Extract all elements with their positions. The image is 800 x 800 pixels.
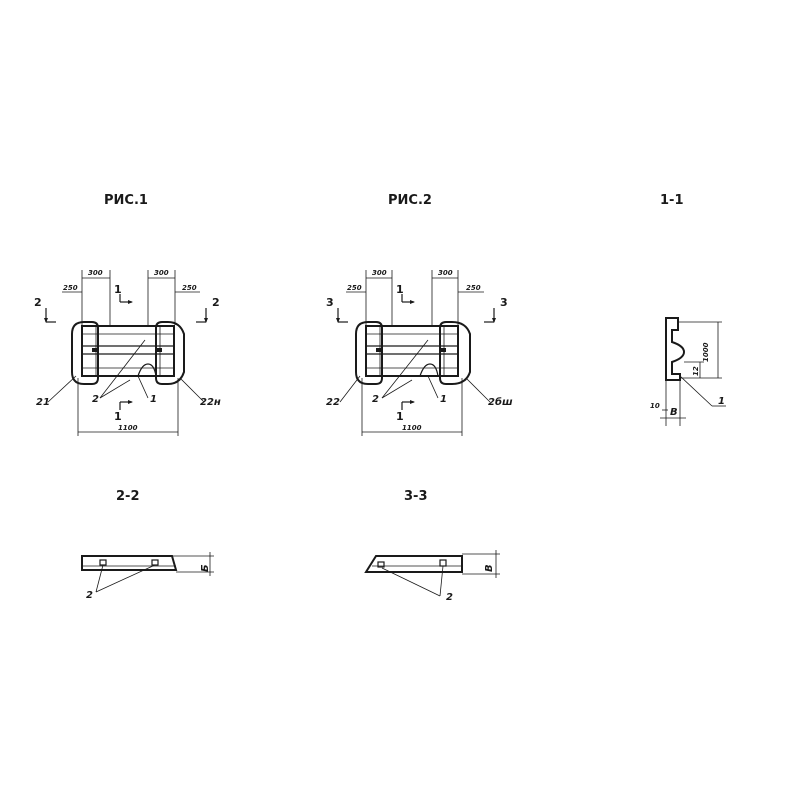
section-3-3-dim: В — [484, 564, 495, 572]
figure-2-top-dimensions: 300 300 250 250 — [346, 269, 484, 325]
fig2-cut-1-top: 1 — [396, 283, 404, 296]
fig1-callout-1: 1 — [150, 394, 157, 405]
fig1-cut-2-left: 2 — [34, 296, 42, 309]
fig1-dim-300-right: 300 — [154, 269, 169, 277]
section-3-3-title: 3-3 — [404, 489, 428, 504]
section-2-2: 2-2 Б 2 — [81, 489, 214, 601]
fig1-dim-250-right: 250 — [182, 284, 197, 292]
figure-1-bottom-dimension: 1100 — [77, 378, 179, 436]
fig2-dim-250-right: 250 — [466, 284, 481, 292]
figure-1: РИС.1 300 300 250 250 2 2 — [34, 193, 221, 436]
figure-1-cut-markers: 2 2 1 1 — [34, 283, 220, 423]
figure-2: РИС.2 300 300 250 250 3 3 — [326, 193, 513, 436]
fig2-dim-1100: 1100 — [402, 424, 422, 432]
fig1-dim-1100: 1100 — [118, 424, 138, 432]
figure-2-title: РИС.2 — [388, 193, 432, 208]
section-1-1-title: 1-1 — [660, 193, 684, 208]
fig1-cut-1-top: 1 — [114, 283, 122, 296]
fig2-cut-3-right: 3 — [500, 296, 508, 309]
fig2-dim-250-left: 250 — [347, 284, 362, 292]
fig1-callout-22n: 22н — [200, 397, 221, 408]
section-1-1-dim-b: B — [670, 407, 678, 418]
figure-1-top-dimensions: 300 300 250 250 — [62, 269, 200, 325]
figure-1-leaders: 21 22н 2 1 — [36, 339, 221, 408]
section-1-1-dim-12: 12 — [692, 366, 700, 376]
section-1-1: 1-1 1000 12 B 10 1 — [650, 193, 726, 426]
fig2-cut-3-left: 3 — [326, 296, 334, 309]
section-3-3-callout-2: 2 — [446, 592, 453, 603]
fig1-cut-2-right: 2 — [212, 296, 220, 309]
fig2-cut-1-bottom: 1 — [396, 410, 404, 423]
section-2-2-callout-2: 2 — [86, 590, 93, 601]
section-2-2-dim: Б — [200, 564, 211, 572]
fig2-dim-300-right: 300 — [438, 269, 453, 277]
figure-2-leaders: 22 2бш 2 1 — [326, 339, 513, 408]
figure-2-cut-markers: 3 3 1 1 — [326, 283, 508, 423]
fig2-callout-22: 22 — [326, 397, 340, 408]
section-1-1-dim-10: 10 — [650, 402, 660, 410]
figure-2-panel — [355, 321, 471, 385]
section-1-1-callout-1: 1 — [718, 396, 725, 407]
fig1-callout-21: 21 — [36, 397, 50, 408]
figure-2-bottom-dimension: 1100 — [361, 378, 463, 436]
fig2-dim-300-left: 300 — [372, 269, 387, 277]
figure-1-panel — [71, 321, 185, 385]
fig2-callout-26sh: 2бш — [488, 396, 513, 408]
fig1-callout-2: 2 — [92, 394, 99, 405]
section-1-1-dim-1000: 1000 — [702, 342, 710, 362]
section-2-2-title: 2-2 — [116, 489, 140, 504]
fig2-callout-1: 1 — [440, 394, 447, 405]
figure-1-title: РИС.1 — [104, 193, 148, 208]
fig2-callout-2: 2 — [372, 394, 379, 405]
fig1-dim-300-left: 300 — [88, 269, 103, 277]
section-3-3: 3-3 В 2 — [364, 489, 500, 603]
fig1-cut-1-bottom: 1 — [114, 410, 122, 423]
fig1-dim-250-left: 250 — [63, 284, 78, 292]
